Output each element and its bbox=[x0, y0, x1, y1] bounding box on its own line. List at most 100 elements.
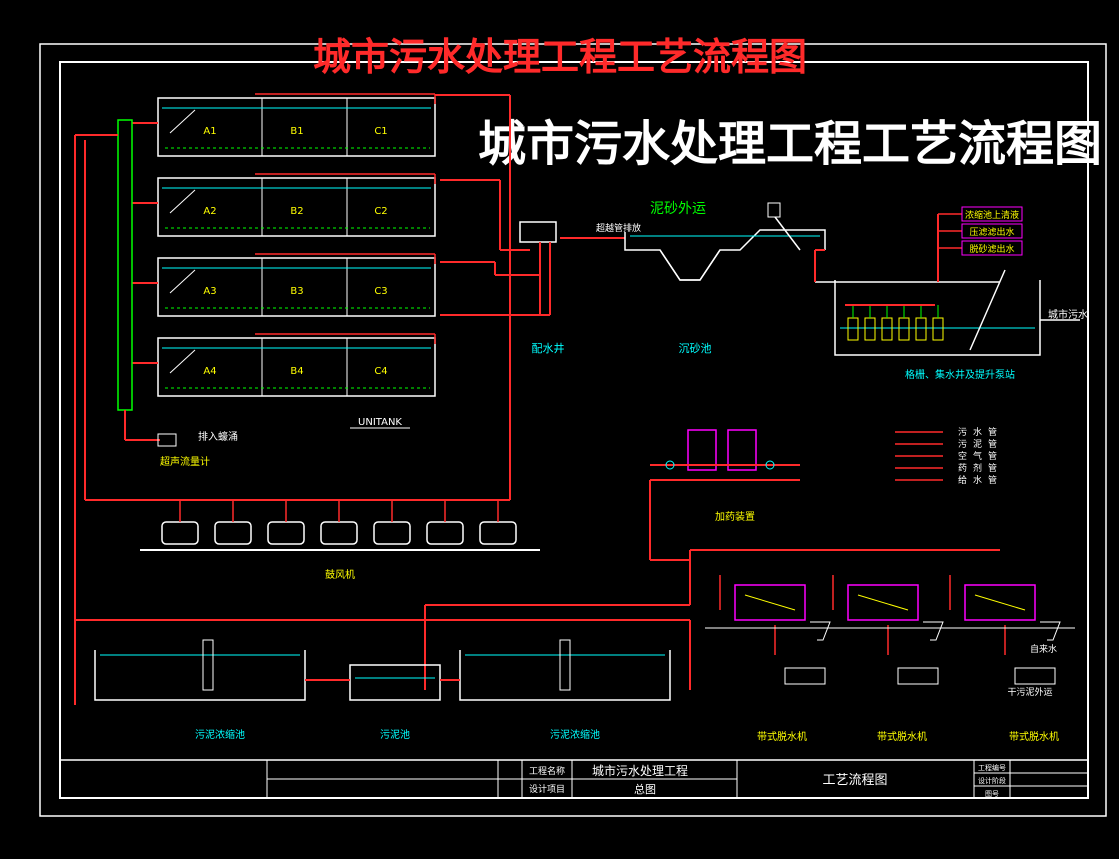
tank-cell-label: C4 bbox=[374, 366, 387, 377]
blower-unit bbox=[267, 521, 305, 545]
sand-out-label: 泥砂外运 bbox=[650, 201, 706, 217]
tb-drawing-no: 工程编号 bbox=[978, 763, 1006, 772]
blower-unit bbox=[479, 521, 517, 545]
grit-hopper bbox=[659, 249, 721, 281]
sludge-truck bbox=[784, 667, 826, 685]
tag-1-text: 浓缩池上清液 bbox=[965, 209, 1019, 221]
inner-frame bbox=[59, 61, 1089, 799]
tank-cell-label: B1 bbox=[290, 126, 303, 137]
tag-3-text: 脱砂滤出水 bbox=[969, 243, 1014, 255]
tb-design-label: 设计项目 bbox=[529, 783, 565, 795]
unitank-tank bbox=[157, 337, 436, 397]
thickener-1 bbox=[94, 650, 306, 701]
tb-project-value: 城市污水处理工程 bbox=[592, 763, 688, 778]
sand-conveyor bbox=[774, 216, 801, 251]
tank-cell-label: C3 bbox=[374, 286, 387, 297]
sludge-hopper bbox=[1040, 621, 1061, 641]
legend-entry: 药剂管 bbox=[958, 462, 1003, 474]
belt-line bbox=[744, 594, 796, 611]
belt-press bbox=[734, 584, 806, 621]
pump-group bbox=[847, 305, 944, 341]
tank-cell-label: B4 bbox=[290, 366, 303, 377]
lift-pump bbox=[932, 317, 944, 341]
flow-meter-icon bbox=[157, 433, 177, 447]
legend-entry: 污水管 bbox=[958, 426, 1003, 438]
belt-press-2-label: 带式脱水机 bbox=[877, 730, 927, 743]
belt-press-group bbox=[719, 575, 1061, 685]
unitank-tank bbox=[157, 97, 436, 157]
tank-cell-label: A2 bbox=[203, 206, 216, 217]
tank-weir bbox=[169, 349, 196, 374]
tag-2-text: 压滤滤出水 bbox=[969, 226, 1014, 238]
sludge-truck bbox=[897, 667, 939, 685]
sludge-well-label: 污泥池 bbox=[380, 728, 410, 741]
sand-separator-icon bbox=[767, 202, 781, 218]
tank-cell-label: A4 bbox=[203, 366, 216, 377]
belt-press-3-label: 带式脱水机 bbox=[1009, 730, 1059, 743]
tb-project-label: 工程名称 bbox=[529, 765, 565, 777]
blower-unit bbox=[320, 521, 358, 545]
thickener-2 bbox=[459, 650, 671, 701]
sludge-well-box bbox=[349, 664, 441, 701]
screen-pump-label: 格栅、集水井及提升泵站 bbox=[905, 368, 1015, 381]
tank-weir bbox=[169, 109, 196, 134]
pump-station bbox=[834, 280, 1041, 356]
belt-line bbox=[974, 594, 1026, 611]
outer-frame bbox=[39, 43, 1107, 817]
grit-chamber-label: 沉砂池 bbox=[679, 342, 712, 355]
tank-cell-label: B2 bbox=[290, 206, 303, 217]
inlet-channel bbox=[117, 119, 133, 411]
legend-entry: 空气管 bbox=[958, 450, 1003, 462]
tb-sheet: 图号 bbox=[985, 790, 999, 798]
tank-cell-label: C1 bbox=[374, 126, 387, 137]
unitank-tank bbox=[157, 177, 436, 237]
belt-press-1-label: 带式脱水机 bbox=[757, 730, 807, 743]
lift-pump bbox=[864, 317, 876, 341]
lift-pump bbox=[881, 317, 893, 341]
blower-group bbox=[161, 500, 517, 545]
city-sewage-label: 城市污水 bbox=[1048, 308, 1088, 321]
discharge-label: 排入蠔涌 bbox=[198, 430, 238, 443]
blower-unit bbox=[161, 521, 199, 545]
tank-cell-label: B3 bbox=[290, 286, 303, 297]
screen-incline bbox=[969, 269, 1006, 351]
unitank-label: UNITANK bbox=[358, 417, 402, 428]
tank-cell-label: A1 bbox=[203, 126, 216, 137]
belt-line bbox=[857, 594, 909, 611]
dosing-pump-1 bbox=[665, 460, 675, 470]
lift-pump bbox=[915, 317, 927, 341]
tag-1-box bbox=[961, 206, 1023, 222]
blower-unit bbox=[373, 521, 411, 545]
dosing-tank-2 bbox=[727, 429, 757, 471]
tank-cell-label: C2 bbox=[374, 206, 387, 217]
belt-press bbox=[964, 584, 1036, 621]
blower-unit bbox=[214, 521, 252, 545]
blower-label: 鼓风机 bbox=[325, 568, 355, 581]
title-white: 城市污水处理工程工艺流程图 bbox=[478, 116, 1102, 172]
legend-entry: 给水管 bbox=[958, 474, 1003, 486]
tb-design-value: 总图 bbox=[634, 782, 656, 796]
self-water-label: 自来水 bbox=[1030, 643, 1057, 655]
grit-chamber bbox=[624, 229, 826, 281]
sludge-thickener-2-label: 污泥浓缩池 bbox=[550, 728, 600, 741]
thickener-2-center bbox=[559, 639, 571, 691]
lift-pump bbox=[847, 317, 859, 341]
sludge-hopper bbox=[923, 621, 944, 641]
sludge-thickener-1-label: 污泥浓缩池 bbox=[195, 728, 245, 741]
tank-weir bbox=[169, 269, 196, 294]
thickener-1-center bbox=[202, 639, 214, 691]
blower-unit bbox=[426, 521, 464, 545]
unitank-tank bbox=[157, 257, 436, 317]
belt-press bbox=[847, 584, 919, 621]
distribution-well bbox=[519, 221, 557, 243]
sludge-truck bbox=[1014, 667, 1056, 685]
legend-entry: 污泥管 bbox=[958, 438, 1003, 450]
lift-pump bbox=[898, 317, 910, 341]
tag-3-box bbox=[961, 240, 1023, 256]
dosing-tank-1 bbox=[687, 429, 717, 471]
tb-drawing-name: 工艺流程图 bbox=[822, 773, 887, 788]
dosing-label: 加药装置 bbox=[715, 510, 755, 523]
